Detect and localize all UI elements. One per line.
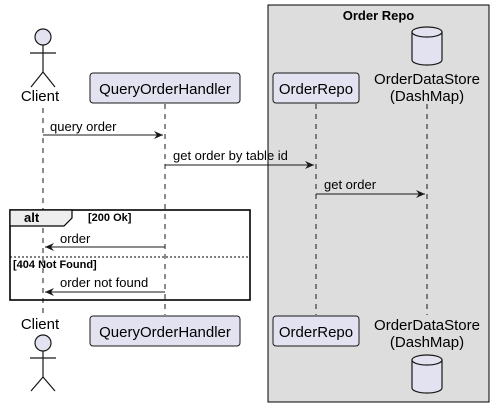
client-actor-top bbox=[30, 28, 56, 88]
store-database-bottom: OrderDataStore (DashMap) bbox=[374, 317, 480, 394]
alt-guard-200: [200 Ok] bbox=[88, 212, 132, 224]
alt-frame: alt [200 Ok] [404 Not Found] bbox=[9, 209, 251, 301]
store-label-top-line1: OrderDataStore bbox=[374, 71, 480, 88]
store-label-top-line2: (DashMap) bbox=[390, 88, 464, 105]
message-label: query order bbox=[50, 119, 117, 134]
message-label: get order bbox=[324, 177, 377, 192]
message-label: order not found bbox=[60, 275, 148, 290]
actor-head-icon bbox=[34, 28, 52, 46]
message-query-order: query order bbox=[43, 119, 163, 139]
database-icon bbox=[411, 354, 443, 394]
message-get-order: get order bbox=[316, 177, 425, 198]
repo-participant-top: OrderRepo bbox=[272, 72, 360, 104]
store-database-top: OrderDataStore (DashMap) bbox=[374, 26, 480, 105]
database-icon bbox=[411, 26, 443, 66]
repo-label-top: OrderRepo bbox=[279, 81, 353, 98]
message-order-not-found: order not found bbox=[45, 275, 165, 296]
client-actor-bottom bbox=[30, 334, 56, 392]
handler-participant-bottom: QueryOrderHandler bbox=[89, 315, 241, 347]
client-label-top: Client bbox=[21, 88, 60, 105]
order-repo-box-title: Order Repo bbox=[343, 8, 415, 23]
message-order-return: order bbox=[45, 231, 165, 251]
message-label: get order by table id bbox=[173, 148, 288, 163]
handler-participant-top: QueryOrderHandler bbox=[89, 72, 241, 104]
client-label-bottom: Client bbox=[21, 316, 60, 333]
handler-label-top: QueryOrderHandler bbox=[99, 81, 231, 98]
store-label-bottom-line1: OrderDataStore bbox=[374, 317, 480, 334]
repo-label-bottom: OrderRepo bbox=[279, 324, 353, 341]
alt-guard-404: [404 Not Found] bbox=[13, 259, 97, 271]
store-label-bottom-line2: (DashMap) bbox=[390, 334, 464, 351]
message-get-order-by-table-id: get order by table id bbox=[165, 148, 314, 169]
actor-head-icon bbox=[34, 334, 52, 352]
alt-keyword: alt bbox=[24, 210, 40, 225]
handler-label-bottom: QueryOrderHandler bbox=[99, 324, 231, 341]
repo-participant-bottom: OrderRepo bbox=[272, 315, 360, 347]
message-label: order bbox=[60, 231, 91, 246]
